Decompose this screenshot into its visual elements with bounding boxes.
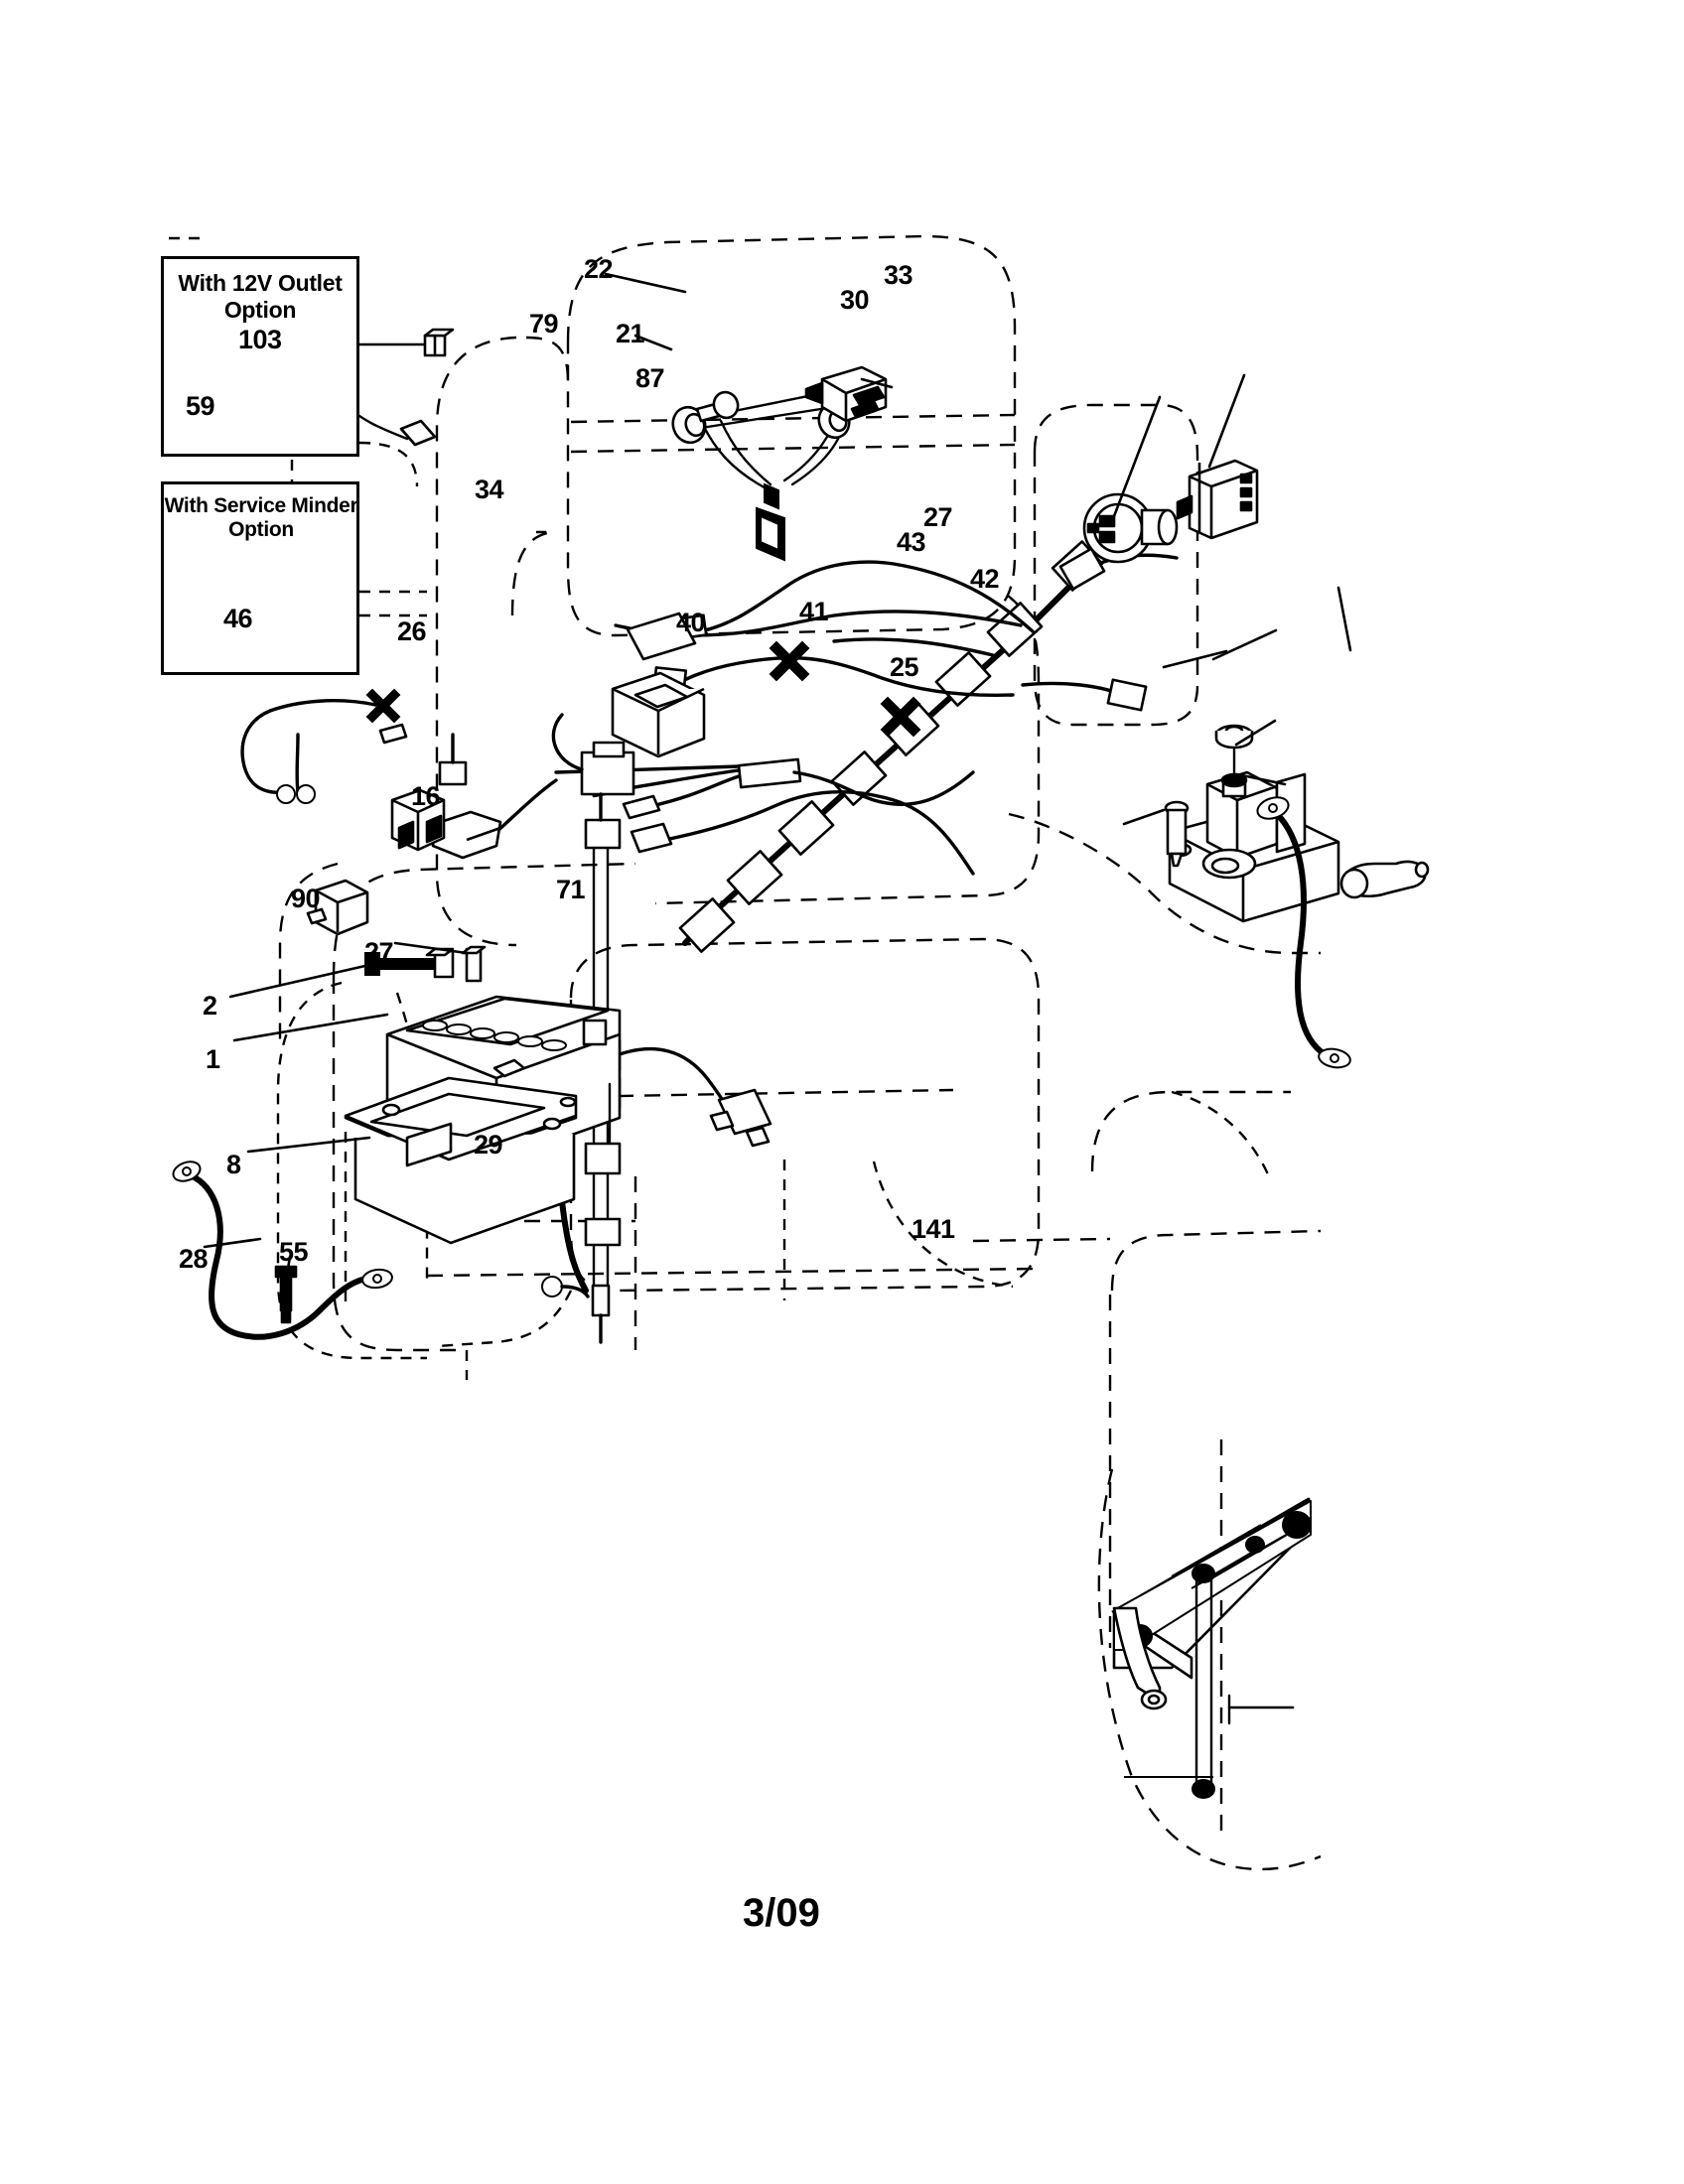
callout-25: 25 (890, 652, 919, 682)
inset-12v-outlet-option (161, 256, 359, 457)
callout-28: 28 (179, 1244, 209, 1274)
wiring-harness-main (678, 540, 1179, 953)
ground-cable-28 (172, 1160, 393, 1340)
callout-41: 41 (799, 597, 829, 626)
callout-79: 79 (529, 309, 559, 339)
callout-33: 33 (884, 260, 913, 290)
relay-90 (306, 879, 369, 936)
callout-43: 43 (897, 527, 926, 557)
terminal-boot-42 (1339, 860, 1430, 899)
module-33 (1176, 459, 1259, 540)
callout-42: 42 (970, 564, 1000, 594)
inset-12v-outlet-title: With 12V Outlet Option (178, 270, 343, 323)
callout-59: 59 (186, 391, 215, 421)
callout-71: 71 (556, 875, 586, 904)
callout-21: 21 (616, 319, 645, 348)
connector-26 (431, 810, 502, 860)
callout-27-battery: 27 (364, 937, 394, 967)
rocker-switch-34 (611, 671, 706, 758)
callout-87: 87 (635, 363, 665, 393)
callout-103: 103 (238, 325, 282, 354)
callout-46: 46 (223, 604, 253, 633)
callout-16: 16 (411, 781, 441, 811)
lift-rod-141 (1111, 1497, 1312, 1799)
callout-26: 26 (397, 616, 427, 646)
callout-90: 90 (291, 884, 321, 913)
inset-service-minder-option (161, 481, 359, 675)
bolt-2 (364, 952, 438, 976)
callout-55: 55 (279, 1237, 309, 1267)
switch-87 (804, 365, 888, 423)
callout-8: 8 (226, 1150, 241, 1179)
date-stamp: 3/09 (743, 1891, 820, 1935)
circuit-breaker-16 (390, 788, 446, 852)
callout-34: 34 (475, 475, 504, 504)
callout-1: 1 (206, 1044, 220, 1074)
harness-top-22-21-79 (604, 272, 870, 562)
callout-40: 40 (676, 608, 706, 637)
callout-2: 2 (203, 991, 217, 1021)
solenoid-assembly-25 (1122, 719, 1340, 923)
battery-cable-42 (1211, 628, 1351, 1069)
callout-141: 141 (912, 1214, 955, 1244)
callout-22: 22 (584, 254, 614, 284)
left-wire-assembly (240, 688, 401, 804)
ignition-switch-30 (1082, 492, 1179, 564)
inset-service-minder-title: With Service Minder Option (164, 494, 358, 541)
callout-29: 29 (474, 1130, 503, 1160)
callout-30: 30 (840, 285, 870, 315)
harness-upper-branches (494, 560, 1035, 876)
callout-27-solenoid: 27 (923, 502, 953, 532)
battery-tray-8 (344, 1076, 578, 1245)
